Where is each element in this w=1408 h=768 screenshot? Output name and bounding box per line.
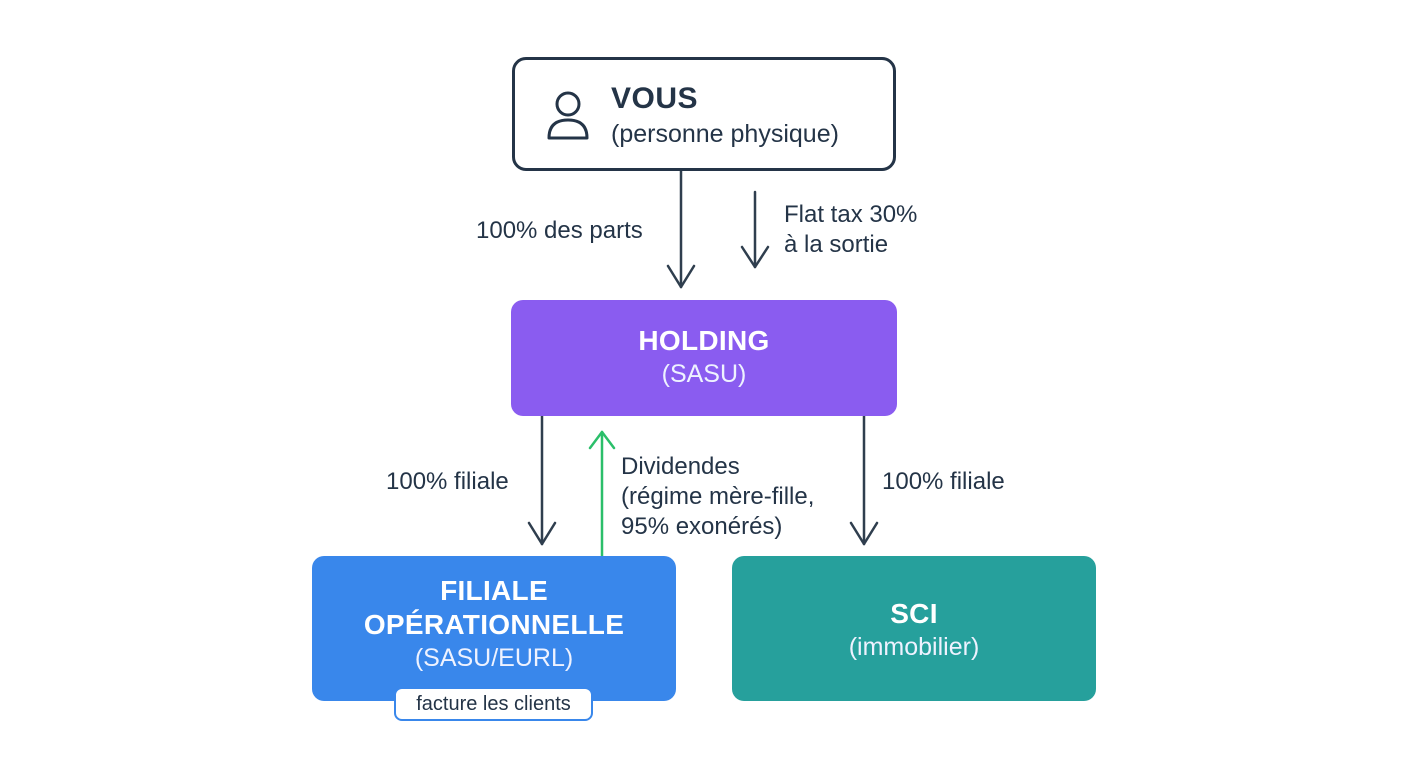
arrow-holding-to-sci <box>849 414 879 546</box>
arrow-flat-tax <box>740 190 770 269</box>
label-flat-tax-line2: à la sortie <box>784 231 889 258</box>
sci-subtitle: (immobilier) <box>848 633 980 661</box>
arrow-dividendes <box>588 430 616 558</box>
label-holding-to-sci: 100% filiale <box>882 468 1005 495</box>
arrow-holding-to-filiale <box>527 414 557 546</box>
holding-title: HOLDING <box>638 325 770 356</box>
filiale-subtitle: (SASU/EURL) <box>414 644 574 672</box>
label-dividendes-line2: (régime mère-fille, <box>621 483 815 510</box>
vous-subtitle: (personne physique) <box>611 120 839 148</box>
vous-title: VOUS <box>611 82 699 115</box>
node-vous: VOUS (personne physique) <box>512 57 896 171</box>
label-holding-to-filiale: 100% filiale <box>386 468 509 495</box>
person-icon <box>547 91 589 140</box>
filiale-title-line2: OPÉRATIONNELLE <box>363 609 625 640</box>
node-filiale: FILIALE OPÉRATIONNELLE (SASU/EURL) <box>312 556 676 701</box>
label-dividendes-line3: 95% exonérés) <box>621 513 783 540</box>
label-vous-to-holding: 100% des parts <box>476 217 643 244</box>
node-holding: HOLDING (SASU) <box>511 300 897 416</box>
label-dividendes-line1: Dividendes <box>621 453 740 480</box>
filiale-title-line1: FILIALE <box>440 575 548 606</box>
node-sci: SCI (immobilier) <box>732 556 1096 701</box>
arrow-vous-to-holding <box>666 169 696 289</box>
holding-subtitle: (SASU) <box>661 360 747 388</box>
sci-title: SCI <box>890 598 938 629</box>
filiale-tag: facture les clients <box>394 687 593 721</box>
label-flat-tax-line1: Flat tax 30% <box>784 201 918 228</box>
